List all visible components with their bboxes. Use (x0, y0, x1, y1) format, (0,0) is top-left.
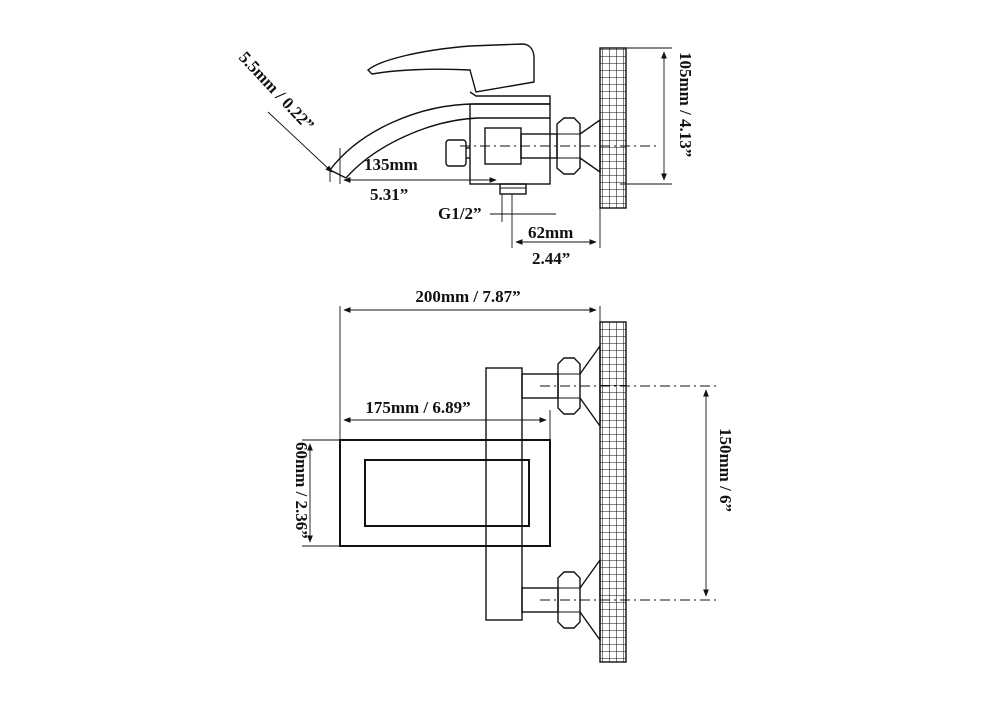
opening-label: 5.5mm / 0.22” (235, 48, 318, 135)
reach-mm-label: 135mm (364, 155, 418, 174)
height-label: 105mm / 4.13” (676, 52, 695, 157)
outlet-side (499, 183, 527, 195)
spout-width-label: 175mm / 6.89” (365, 398, 470, 417)
opening-dim-line (267, 111, 333, 173)
wall-top (599, 321, 627, 663)
handle-base (469, 91, 551, 104)
spout-opening-top (364, 459, 530, 527)
total-width-label: 200mm / 7.87” (415, 287, 520, 306)
offset-mm-label: 62mm (528, 223, 573, 242)
nut-top-upper (557, 357, 581, 415)
spout-curve (329, 103, 550, 171)
diverter-knob (445, 139, 467, 167)
offset-in-label: 2.44” (532, 249, 570, 268)
body-side (469, 103, 551, 185)
handle-lever (366, 43, 535, 93)
inlet-spacing-label: 150mm / 6” (716, 428, 735, 512)
nut-side (556, 117, 581, 175)
spout-top (339, 439, 551, 547)
spout-depth-label: 60mm / 2.36” (292, 442, 311, 539)
side-view: 105mm / 4.13” 5.5mm / 0.22” 135mm 5.31” … (235, 43, 695, 268)
reach-in-label: 5.31” (370, 185, 408, 204)
spout-tip (329, 169, 347, 179)
top-view: 200mm / 7.87” 175mm / 6.89” 60mm / 2.36”… (292, 287, 735, 663)
nut-top-lower (557, 571, 581, 629)
thread-label: G1/2” (438, 204, 481, 223)
vertical-bar (485, 367, 523, 621)
